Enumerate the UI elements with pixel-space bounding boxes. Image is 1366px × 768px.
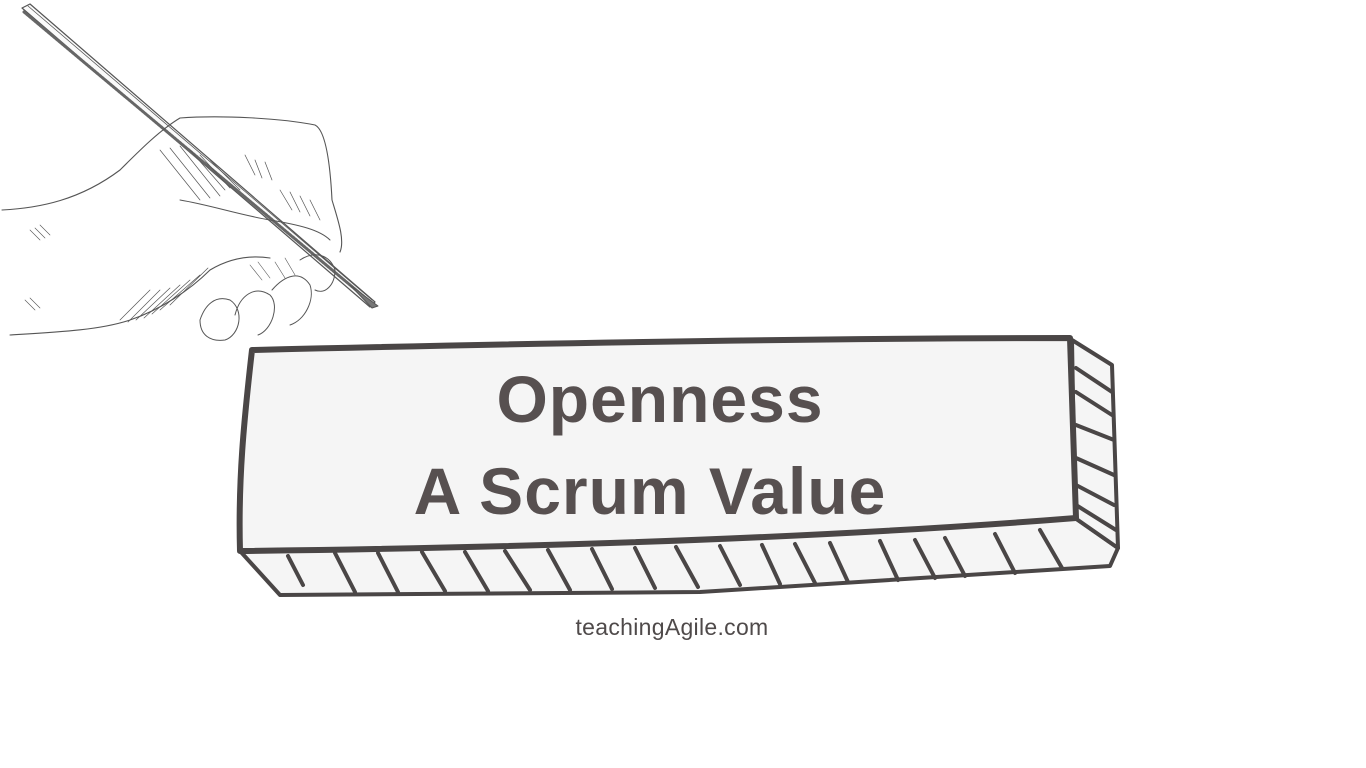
title-main: Openness xyxy=(496,362,824,436)
site-credit: teachingAgile.com xyxy=(575,614,769,640)
title-subtitle: A Scrum Value xyxy=(413,454,887,528)
title-block: Openness A Scrum Value xyxy=(250,350,1070,540)
hand-writing-with-pencil-icon xyxy=(1,3,379,341)
